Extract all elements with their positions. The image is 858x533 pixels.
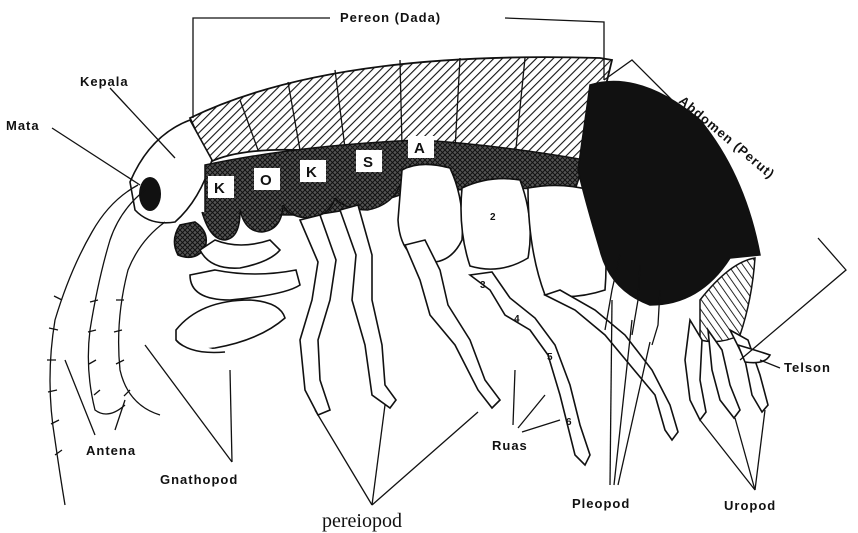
label-kepala: Kepala bbox=[80, 74, 129, 89]
kepala-line bbox=[110, 88, 175, 158]
label-gnathopod: Gnathopod bbox=[160, 472, 238, 487]
svg-text:3: 3 bbox=[480, 280, 486, 291]
label-pleopod: Pleopod bbox=[572, 496, 630, 511]
svg-text:4: 4 bbox=[514, 314, 520, 325]
koksa-letter-1: K bbox=[214, 180, 225, 197]
koksa-letter-5: A bbox=[414, 140, 425, 157]
antena-line-1 bbox=[65, 360, 95, 435]
label-uropod: Uropod bbox=[724, 498, 776, 513]
uropod-line-2 bbox=[735, 418, 755, 490]
ruas-line-1 bbox=[513, 370, 515, 425]
uropod-line-3 bbox=[755, 410, 765, 490]
label-ruas: Ruas bbox=[492, 438, 528, 453]
uropod-line-1 bbox=[700, 420, 755, 490]
pereiopod-line-1 bbox=[315, 410, 372, 505]
antenna-2 bbox=[114, 222, 165, 415]
label-antena: Antena bbox=[86, 443, 136, 458]
antena-line-2 bbox=[115, 400, 125, 430]
pereiopod-line-2 bbox=[372, 405, 385, 505]
koksa-letter-2: O bbox=[260, 172, 272, 189]
label-mata: Mata bbox=[6, 118, 40, 133]
mata-line bbox=[52, 128, 140, 185]
eye bbox=[139, 177, 161, 211]
ruas-line-2 bbox=[518, 395, 545, 428]
ruas-line-3 bbox=[522, 420, 560, 432]
label-pereiopod: pereiopod bbox=[322, 510, 402, 532]
label-pereon: Pereon (Dada) bbox=[340, 10, 441, 25]
telson-line bbox=[760, 360, 780, 368]
label-telson: Telson bbox=[784, 360, 831, 375]
koksa-letter-4: S bbox=[363, 154, 373, 171]
segment-number-2: 2 bbox=[490, 212, 496, 223]
svg-text:6: 6 bbox=[566, 417, 572, 428]
abdomen-bracket-bottom bbox=[740, 238, 846, 360]
gnathopods bbox=[174, 222, 300, 353]
pereiopod-line-3 bbox=[372, 412, 478, 505]
svg-text:5: 5 bbox=[547, 352, 553, 363]
koksa-letter-3: K bbox=[306, 164, 317, 181]
gnathopod-line-2 bbox=[230, 370, 232, 462]
gnathopod-line-1 bbox=[145, 345, 232, 462]
